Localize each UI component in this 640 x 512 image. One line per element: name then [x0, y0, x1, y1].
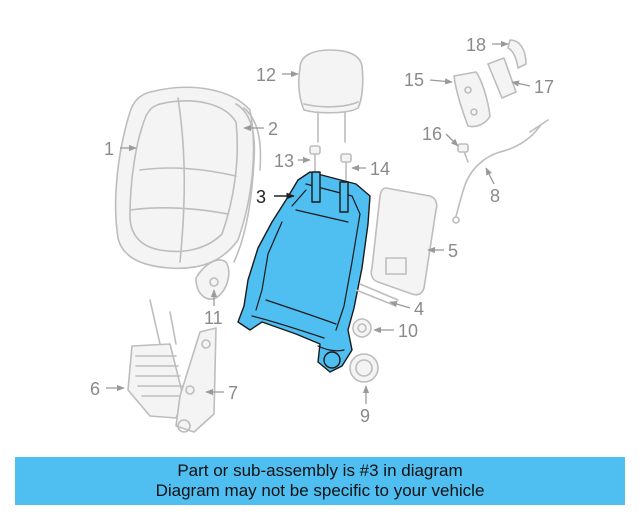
callout-18: 18 — [466, 35, 486, 55]
leader-lines — [106, 40, 531, 404]
part-8-cable — [452, 119, 549, 224]
callout-7: 7 — [228, 383, 238, 403]
callout-13: 13 — [274, 151, 294, 171]
part-3-seatback-frame — [237, 171, 371, 373]
part-1-seatback-pad — [114, 86, 255, 270]
banner-line-part: Part or sub-assembly is #3 in diagram — [177, 461, 463, 480]
callout-8: 8 — [490, 186, 500, 206]
callout-12: 12 — [256, 65, 276, 85]
callout-9: 9 — [360, 406, 370, 426]
part-18-cover — [507, 39, 527, 69]
part-10-bushing — [352, 318, 372, 338]
part-7-bracket — [175, 327, 217, 433]
callout-5: 5 — [448, 241, 458, 261]
callout-1: 1 — [104, 139, 114, 159]
banner-line-disclaimer: Diagram may not be specific to your vehi… — [155, 481, 485, 500]
part-5-back-board — [370, 187, 438, 296]
notice-banner: Part or sub-assembly is #3 in diagram Di… — [15, 457, 625, 505]
callout-16: 16 — [422, 124, 442, 144]
part-2-back-trim — [233, 103, 262, 263]
part-11-side-bracket — [195, 259, 230, 300]
callout-14: 14 — [370, 159, 390, 179]
callout-2: 2 — [268, 119, 278, 139]
callout-11: 11 — [204, 308, 223, 328]
part-9-knob — [349, 353, 379, 383]
callout-4: 4 — [414, 299, 424, 319]
callout-3: 3 — [256, 187, 266, 207]
callout-6: 6 — [90, 379, 100, 399]
part-17-lever-handle — [487, 57, 517, 99]
part-12-headrest — [298, 49, 364, 143]
callout-17: 17 — [534, 77, 554, 97]
part-15-lever-housing — [453, 71, 491, 128]
callout-15: 15 — [404, 70, 424, 90]
parts-diagram: 1 2 3 4 5 6 7 8 9 10 11 12 13 14 15 16 1… — [90, 35, 554, 433]
part-6-lumbar — [127, 299, 185, 419]
part-16-clip — [457, 143, 469, 163]
callout-10: 10 — [398, 321, 418, 341]
callout-labels: 1 2 3 4 5 6 7 8 9 10 11 12 13 14 15 16 1… — [90, 35, 554, 426]
